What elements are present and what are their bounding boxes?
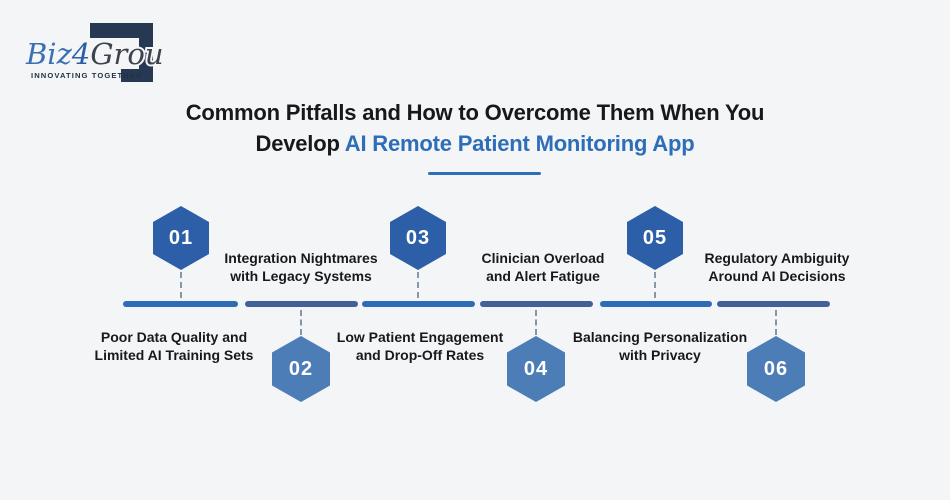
step-label-line: Clinician Overload [481, 250, 605, 266]
step-label-line: and Drop-Off Rates [355, 347, 485, 363]
step-label-line: Low Patient Engagement [336, 329, 504, 345]
step-label-line: Regulatory Ambiguity [704, 250, 850, 266]
timeline-segment-3 [362, 301, 475, 307]
connector-item-4 [535, 310, 537, 335]
timeline-segment-4 [480, 301, 593, 307]
connector-item-1 [180, 272, 182, 298]
logo-bracket-shape [90, 23, 153, 82]
step-number: 04 [523, 357, 549, 380]
logo-tagline: INNOVATING TOGETHER [31, 71, 143, 80]
step-number: 06 [763, 357, 789, 380]
timeline-segment-5 [600, 301, 712, 307]
step-label-line: Around AI Decisions [708, 268, 846, 284]
logo-wordmark: Biz4Group [25, 37, 162, 71]
timeline-segment-1 [123, 301, 238, 307]
connector-item-3 [417, 272, 419, 298]
step-label-6: Regulatory Ambiguity Around AI Decisions [657, 249, 897, 285]
hexagon-step-4: 04 [507, 336, 565, 402]
step-label-4: Clinician Overload and Alert Fatigue [423, 249, 663, 285]
biz4group-logo: Biz4Group INNOVATING TOGETHER [23, 23, 162, 82]
connector-item-2 [300, 310, 302, 335]
step-number: 03 [405, 226, 431, 249]
step-label-3: Low Patient Engagement and Drop-Off Rate… [300, 328, 540, 364]
connector-item-5 [654, 272, 656, 298]
title-line-1: Common Pitfalls and How to Overcome Them… [185, 100, 765, 125]
step-label-line: and Alert Fatigue [486, 268, 600, 284]
step-label-line: Balancing Personalization [572, 329, 748, 345]
step-label-2: Integration Nightmares with Legacy Syste… [181, 249, 421, 285]
connector-item-6 [775, 310, 777, 335]
logo-text-4: 4 [71, 37, 90, 71]
title-underline [428, 172, 541, 175]
step-label-line: Limited AI Training Sets [94, 347, 254, 363]
step-number: 01 [168, 226, 194, 249]
timeline-segment-2 [245, 301, 358, 307]
title-line-2-prefix: Develop [255, 131, 345, 156]
timeline-segment-6 [717, 301, 830, 307]
step-label-1: Poor Data Quality and Limited AI Trainin… [54, 328, 294, 364]
title-highlight: AI Remote Patient Monitoring App [344, 131, 695, 156]
page-title: Common Pitfalls and How to Overcome Them… [0, 97, 950, 159]
step-label-line: with Privacy [619, 347, 701, 363]
step-label-line: with Legacy Systems [230, 268, 372, 284]
logo-text-group: Group [90, 37, 162, 71]
step-label-5: Balancing Personalization with Privacy [540, 328, 780, 364]
step-number: 02 [288, 357, 314, 380]
hexagon-step-6: 06 [747, 336, 805, 402]
step-number: 05 [642, 226, 668, 249]
logo-text-biz: Biz [25, 37, 73, 71]
step-label-line: Integration Nightmares [224, 250, 378, 266]
step-label-line: Poor Data Quality and [100, 329, 248, 345]
title-line-2: Develop AI Remote Patient Monitoring App [0, 128, 950, 159]
